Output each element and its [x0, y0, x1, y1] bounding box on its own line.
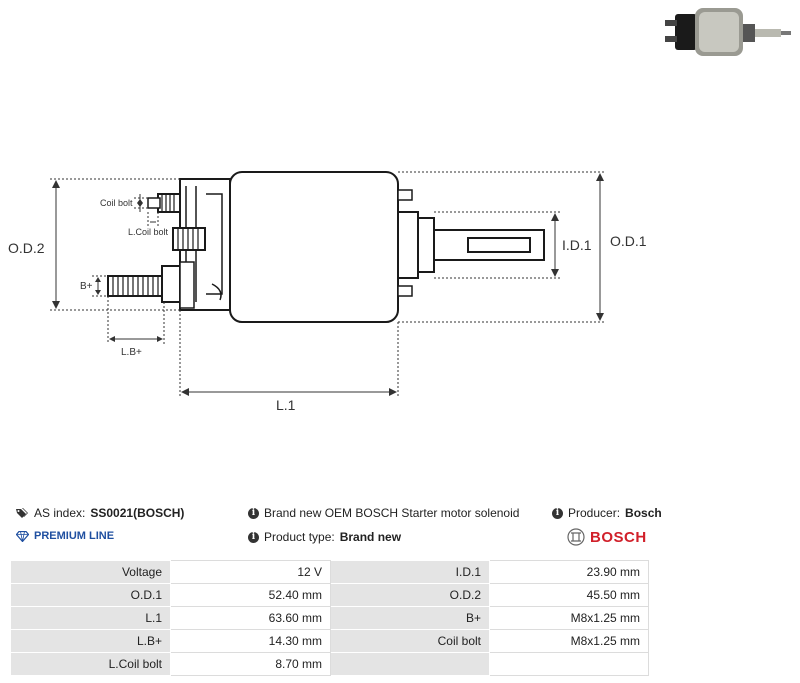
info-icon: i: [552, 507, 563, 519]
premium-line-text: PREMIUM LINE: [34, 530, 115, 542]
spec-value: 8.70 mm: [170, 652, 331, 676]
spec-value: 63.60 mm: [170, 606, 331, 630]
spec-value: 45.50 mm: [489, 583, 649, 607]
producer-label: Producer:: [568, 506, 621, 520]
spec-value: 52.40 mm: [170, 583, 331, 607]
bosch-logo: BOSCH: [567, 528, 647, 546]
description-text: Brand new OEM BOSCH Starter motor soleno…: [264, 506, 520, 520]
as-index: AS index: SS0021(BOSCH): [16, 506, 184, 520]
tag-icon: [16, 507, 28, 518]
l1-label: L.1: [276, 397, 296, 413]
table-row: O.D.1 52.40 mm O.D.2 45.50 mm: [10, 583, 649, 607]
dimension-arrows: [52, 173, 604, 396]
b-plus-label: B+: [80, 281, 93, 292]
spec-label: [330, 652, 490, 676]
as-index-label: AS index:: [34, 506, 86, 520]
od2-label: O.D.2: [8, 240, 45, 256]
info-icon: i: [248, 507, 259, 519]
spec-label: O.D.2: [330, 583, 490, 607]
id1-label: I.D.1: [562, 237, 592, 253]
producer-value: Bosch: [625, 506, 662, 520]
spec-value: 12 V: [170, 560, 331, 584]
diamond-icon: [16, 530, 29, 542]
spec-value: 14.30 mm: [170, 629, 331, 653]
coil-bolt-label: Coil bolt: [100, 198, 133, 208]
spec-label: Coil bolt: [330, 629, 490, 653]
spec-value: M8x1.25 mm: [489, 629, 649, 653]
l-coil-bolt-label: L.Coil bolt: [128, 227, 169, 237]
spec-value: 23.90 mm: [489, 560, 649, 584]
spec-label: O.D.1: [10, 583, 171, 607]
solenoid-diagram: O.D.2 O.D.1 I.D.1 L.1 Coil bolt L.Coil b…: [8, 171, 647, 413]
premium-line-badge: PREMIUM LINE: [16, 530, 114, 542]
spec-label: L.Coil bolt: [10, 652, 171, 676]
spec-label: B+: [330, 606, 490, 630]
spec-label: L.1: [10, 606, 171, 630]
description: i Brand new OEM BOSCH Starter motor sole…: [248, 506, 519, 520]
dimension-lines: [50, 171, 606, 398]
l-b-plus-label: L.B+: [121, 347, 142, 358]
bosch-armature-icon: [567, 528, 585, 546]
bosch-logo-text: BOSCH: [590, 528, 647, 546]
spec-value: [489, 652, 649, 676]
producer: i Producer: Bosch: [552, 506, 662, 520]
spec-label: I.D.1: [330, 560, 490, 584]
product-type-value: Brand new: [339, 530, 402, 544]
table-row: L.1 63.60 mm B+ M8x1.25 mm: [10, 606, 649, 630]
spec-label: Voltage: [10, 560, 171, 584]
product-type: i Product type: Brand new: [248, 530, 401, 544]
spec-value: M8x1.25 mm: [489, 606, 649, 630]
table-row: Voltage 12 V I.D.1 23.90 mm: [10, 560, 649, 584]
od1-label: O.D.1: [610, 233, 647, 249]
table-row: L.Coil bolt 8.70 mm: [10, 652, 649, 676]
solenoid-drawing: [107, 171, 545, 323]
product-type-label: Product type:: [264, 530, 335, 544]
product-thumbnail: [665, 8, 791, 56]
spec-label: L.B+: [10, 629, 171, 653]
table-row: L.B+ 14.30 mm Coil bolt M8x1.25 mm: [10, 629, 649, 653]
specs-table: Voltage 12 V I.D.1 23.90 mm O.D.1 52.40 …: [10, 560, 649, 676]
as-index-value: SS0021(BOSCH): [90, 506, 185, 520]
info-icon: i: [248, 531, 259, 543]
